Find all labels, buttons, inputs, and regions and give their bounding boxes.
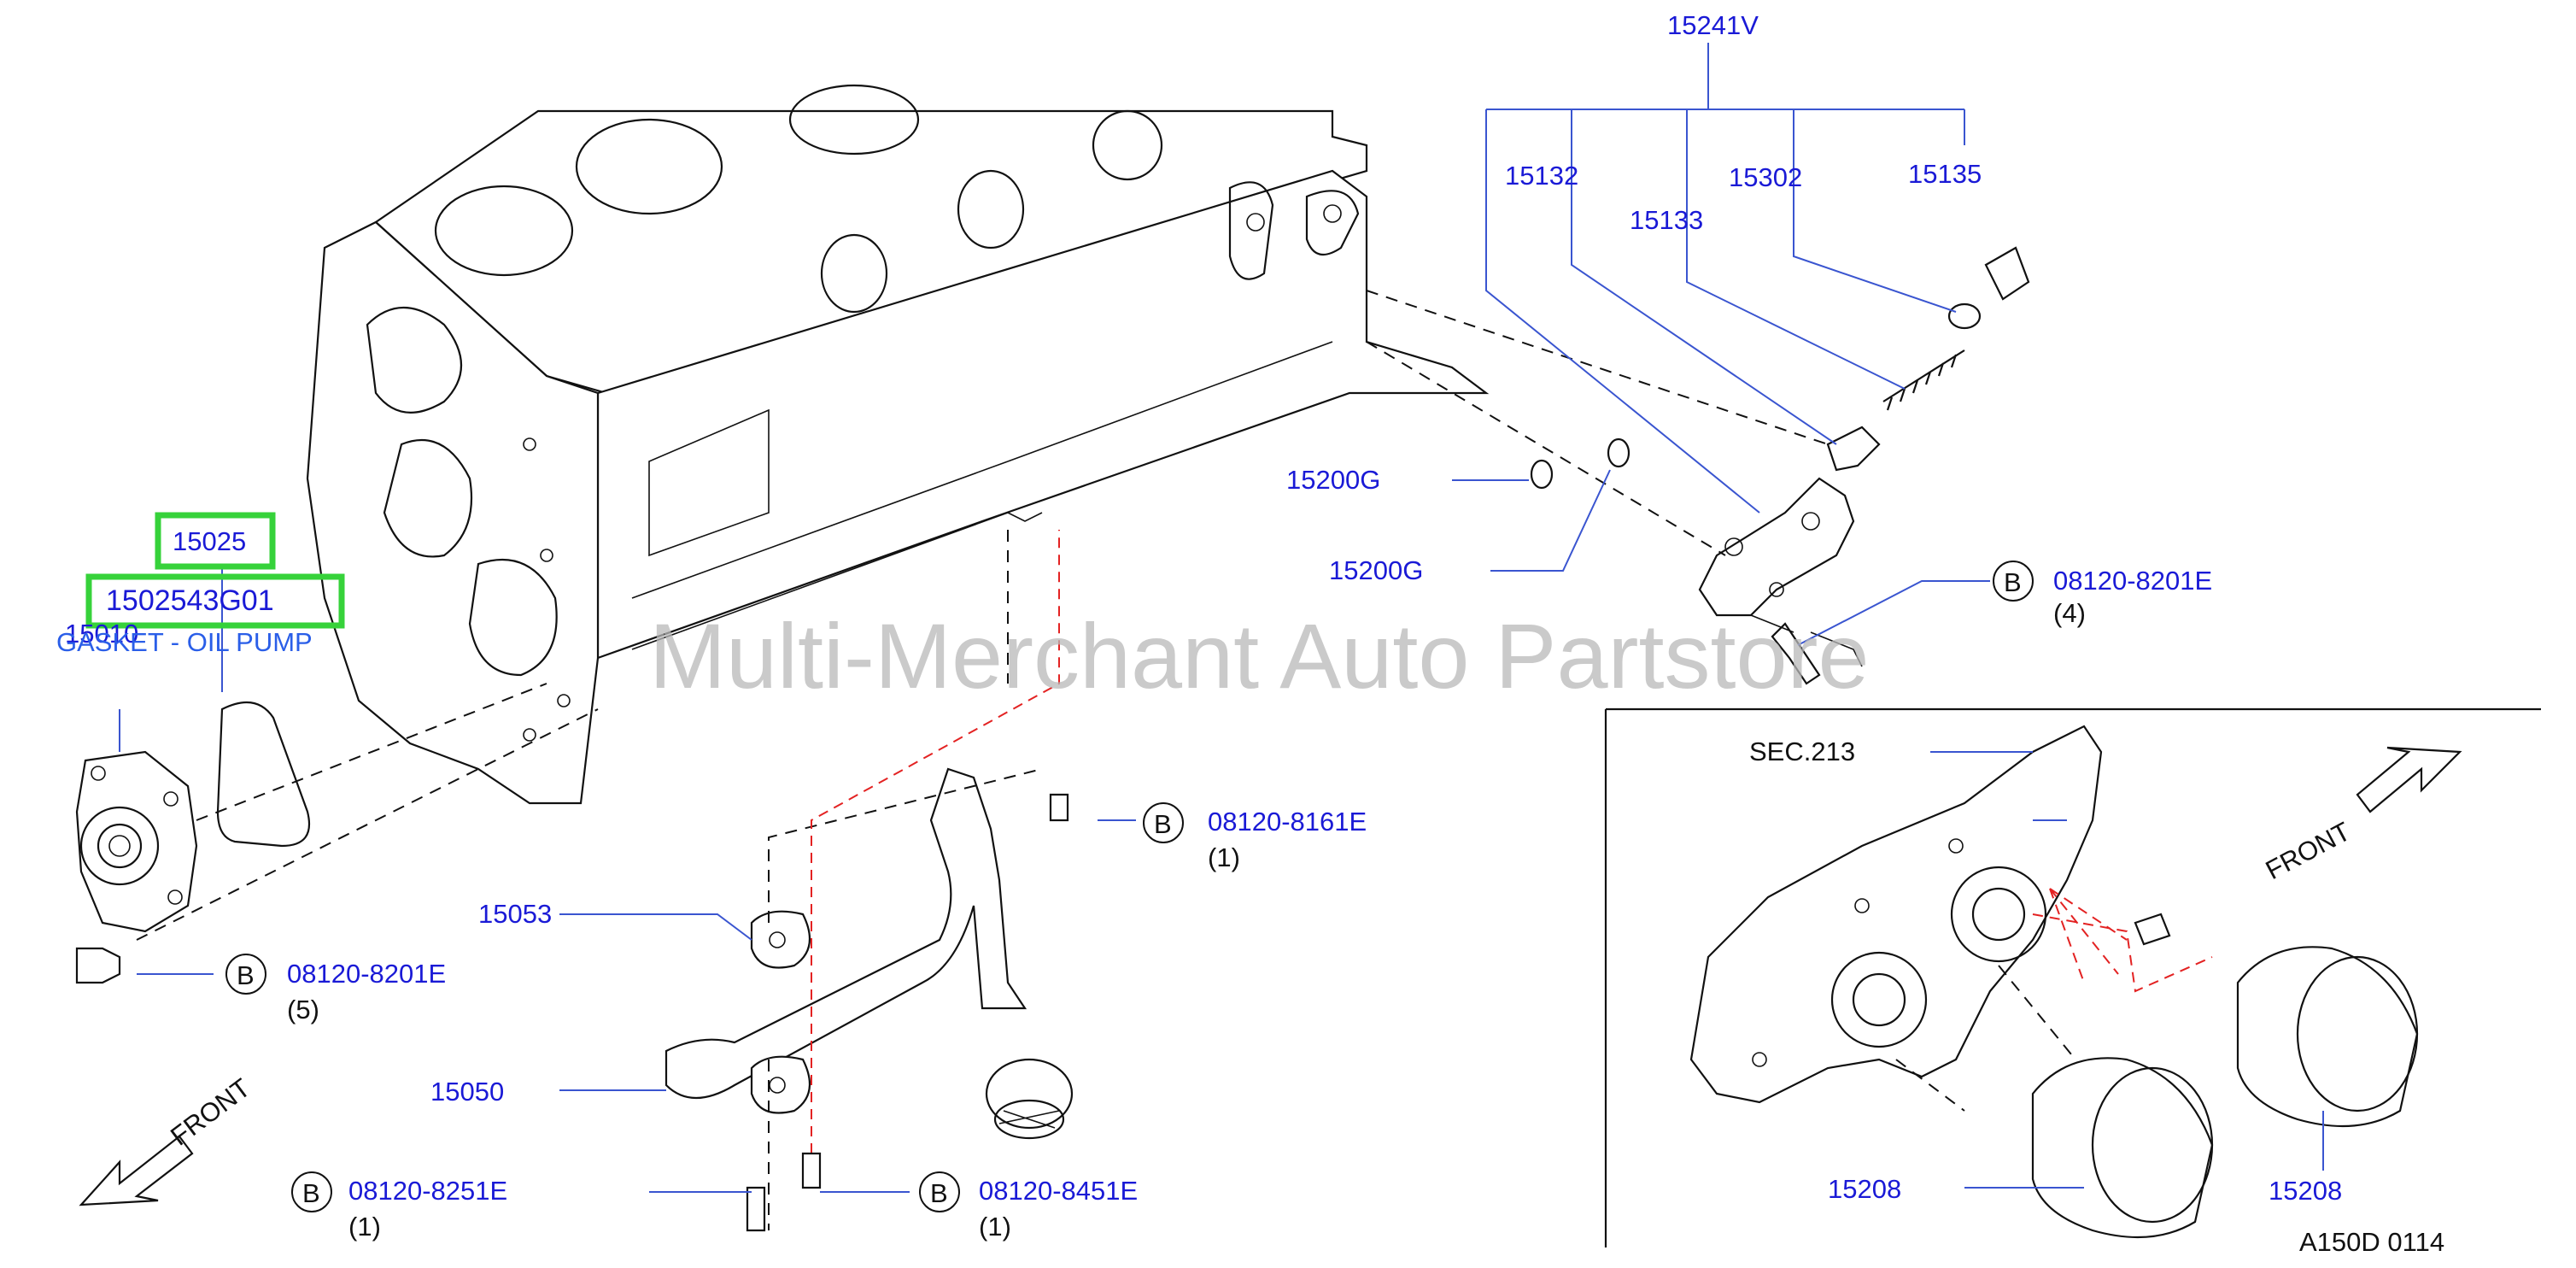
bolt-callout-08120-8201e-5[interactable]: B 08120-8201E (5): [225, 954, 446, 1024]
part-label-15133[interactable]: 15133: [1630, 205, 1703, 235]
relief-valve-drawing: [1698, 246, 2030, 617]
bolt-number[interactable]: 08120-8251E: [348, 1176, 507, 1206]
bolt-marker-letter: B: [1154, 809, 1172, 839]
bolt-marker-icon: [1993, 561, 2034, 602]
bolt-callout-08120-8201e-4[interactable]: B 08120-8201E (4): [1993, 561, 2212, 628]
part-label-15053[interactable]: 15053: [478, 899, 552, 929]
front-arrow-right-icon: [2356, 746, 2462, 813]
bolt-qty: (1): [348, 1212, 381, 1242]
part-label-15135[interactable]: 15135: [1908, 159, 1982, 189]
bolt-callout-08120-8161e[interactable]: B 08120-8161E (1): [1143, 802, 1367, 872]
oil-filter-inset: [1604, 707, 2541, 1247]
oil-pump-drawing: [75, 750, 198, 933]
bolt-marker-letter: B: [2004, 567, 2022, 597]
bolt-qty: (1): [979, 1212, 1011, 1242]
bolt-qty: (4): [2053, 598, 2086, 628]
part-label-15208-a[interactable]: 15208: [1828, 1174, 1901, 1204]
part-label-15050[interactable]: 15050: [430, 1077, 504, 1107]
part-label-15200g-a[interactable]: 15200G: [1286, 465, 1380, 495]
bolt-number[interactable]: 08120-8161E: [1208, 807, 1367, 837]
watermark: Multi-Merchant Auto Partstore: [649, 604, 1870, 707]
front-label-left: FRONT: [165, 1072, 255, 1151]
section-ref-label: SEC.213: [1749, 737, 1855, 766]
bolt-qty: (5): [287, 995, 319, 1024]
bolt-marker-icon: [291, 1171, 332, 1212]
oil-strainer-drawing: [664, 767, 1074, 1140]
bolt-callout-08120-8251e[interactable]: B 08120-8251E (1): [291, 1171, 507, 1242]
highlight-box-1502543g01: [85, 573, 345, 629]
front-arrow-left-icon: [79, 1135, 194, 1206]
bolt-qty: (1): [1208, 842, 1240, 872]
part-label-15200g-b[interactable]: 15200G: [1329, 555, 1423, 585]
bolt-number[interactable]: 08120-8201E: [2053, 566, 2212, 596]
highlight-box-15025: [155, 512, 276, 570]
front-label-right: FRONT: [2261, 816, 2356, 885]
diagram-code: A150D 0114: [2299, 1227, 2444, 1257]
highlighted-part-description: GASKET - OIL PUMP: [56, 627, 313, 657]
bolt-marker-letter: B: [302, 1178, 320, 1208]
part-label-15132[interactable]: 15132: [1505, 161, 1578, 191]
bolt-marker-letter: B: [930, 1178, 948, 1208]
part-label-15302[interactable]: 15302: [1729, 162, 1802, 192]
part-label-15010[interactable]: 15010: [65, 619, 138, 649]
highlighted-part-number[interactable]: 1502543G01: [106, 584, 274, 617]
part-label-15208-b[interactable]: 15208: [2269, 1176, 2342, 1206]
bolt-callout-08120-8451e[interactable]: B 08120-8451E (1): [919, 1171, 1138, 1242]
engine-block-drawing: [306, 84, 1490, 805]
bolt-number[interactable]: 08120-8451E: [979, 1176, 1138, 1206]
bolt-marker-icon: [919, 1171, 960, 1212]
bolt-marker-icon: [1143, 802, 1184, 843]
part-label-15025[interactable]: 15025: [173, 526, 246, 556]
oil-pump-gasket-drawing: [216, 701, 311, 848]
bolt-number[interactable]: 08120-8201E: [287, 959, 446, 989]
bolt-marker-letter: B: [237, 960, 255, 990]
bolt-marker-icon: [225, 954, 266, 995]
part-label-15241v[interactable]: 15241V: [1667, 10, 1759, 40]
